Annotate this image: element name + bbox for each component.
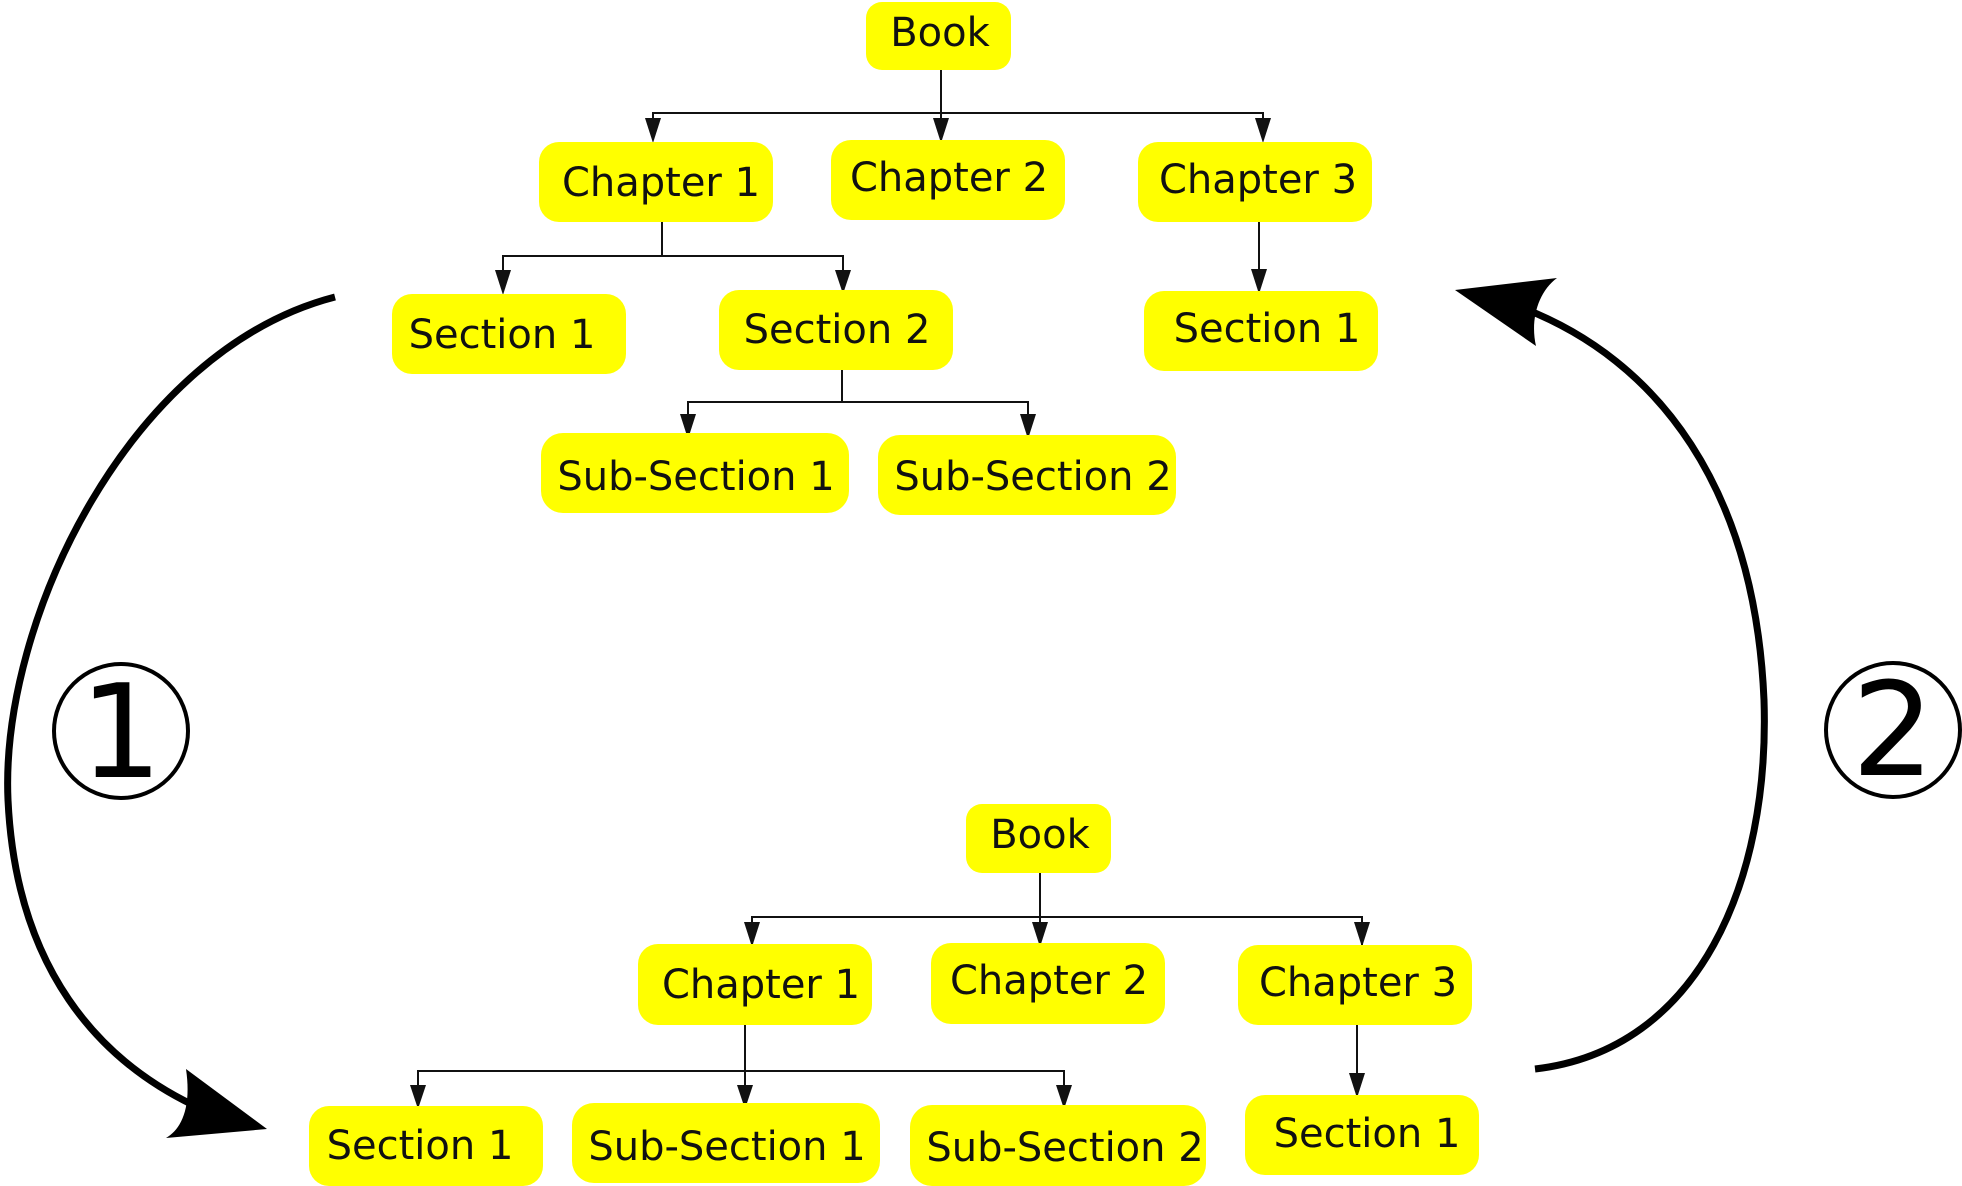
svg-text:1: 1 <box>80 656 163 808</box>
svg-text:Chapter 3: Chapter 3 <box>1259 960 1457 1006</box>
arrowhead <box>680 414 696 439</box>
svg-text:Section 1: Section 1 <box>409 312 596 358</box>
step-marker-2: 2 <box>1824 654 1962 806</box>
arrowhead <box>1349 1073 1365 1098</box>
bottom-tree-edges <box>410 873 1370 1109</box>
edge-book-chapter3 <box>1040 916 1363 945</box>
node-chapter-3: Chapter 3 <box>1238 945 1472 1025</box>
svg-text:Sub-Section 2: Sub-Section 2 <box>926 1125 1203 1171</box>
node-sub-section-1: Sub-Section 1 <box>541 433 849 513</box>
node-sub-section-1: Sub-Section 1 <box>572 1103 880 1183</box>
svg-text:Chapter 1: Chapter 1 <box>662 962 860 1008</box>
node-chapter-2: Chapter 2 <box>931 943 1165 1024</box>
node-section-2: Section 2 <box>719 290 953 370</box>
edge-chapter1-section1 <box>502 222 663 290</box>
svg-text:Chapter 2: Chapter 2 <box>950 958 1148 1004</box>
svg-text:Book: Book <box>890 10 990 56</box>
arrowhead <box>737 1085 753 1109</box>
arrowhead <box>1032 922 1048 947</box>
top-tree-arrowheads <box>495 118 1271 439</box>
top-tree-edges <box>495 70 1271 439</box>
node-sub-section-2: Sub-Section 2 <box>910 1105 1206 1186</box>
node-chapter-3: Chapter 3 <box>1138 142 1372 222</box>
arrowhead <box>495 270 511 295</box>
svg-text:Sub-Section 1: Sub-Section 1 <box>588 1124 865 1170</box>
svg-text:Section 1: Section 1 <box>1174 306 1361 352</box>
arrowhead <box>1056 1085 1072 1109</box>
edge-chapter1-section1 <box>417 1070 745 1106</box>
cycle-arrow-2 <box>1455 278 1768 1073</box>
edge-chapter1-section2 <box>662 255 844 290</box>
svg-text:Sub-Section 2: Sub-Section 2 <box>894 454 1171 500</box>
arrowhead-down-icon <box>166 1069 267 1138</box>
arrowhead <box>1020 414 1036 439</box>
node-section-1: Section 1 <box>392 294 626 374</box>
node-sub-section-2: Sub-Section 2 <box>878 435 1176 515</box>
arrowhead <box>835 270 851 294</box>
arrowhead <box>933 118 949 143</box>
arrowhead <box>1354 922 1370 947</box>
svg-text:2: 2 <box>1852 654 1935 806</box>
curved-arrow-down <box>4 293 336 1109</box>
svg-text:Section 2: Section 2 <box>744 307 931 353</box>
edge-chapter1-subsection2 <box>745 1070 1065 1106</box>
step-marker-1: 1 <box>52 656 190 808</box>
top-tree: Book Chapter 1 Chapter 2 Chapter 3 Secti… <box>392 2 1378 515</box>
node-chapter-3-section-1: Section 1 <box>1245 1095 1479 1175</box>
arrowhead <box>1255 118 1271 143</box>
arrowhead-up-icon <box>1455 278 1557 346</box>
edge-section2-subsection1 <box>687 370 843 434</box>
node-book: Book <box>966 804 1111 873</box>
edge-book-chapter1 <box>751 916 1040 945</box>
svg-text:Section 1: Section 1 <box>327 1123 514 1169</box>
node-chapter-2: Chapter 2 <box>831 140 1065 220</box>
arrowhead <box>645 118 661 143</box>
node-book: Book <box>866 2 1011 70</box>
arrowhead <box>744 922 760 947</box>
curved-arrow-up <box>1518 303 1768 1073</box>
node-chapter-1: Chapter 1 <box>539 142 773 222</box>
bottom-tree-arrowheads <box>410 922 1370 1109</box>
svg-text:Sub-Section 1: Sub-Section 1 <box>557 454 834 500</box>
svg-text:Chapter 1: Chapter 1 <box>562 160 760 206</box>
svg-text:Chapter 2: Chapter 2 <box>850 155 1048 201</box>
node-section-1: Section 1 <box>309 1106 543 1186</box>
edge-section2-subsection2 <box>842 401 1029 434</box>
bottom-tree: Book Chapter 1 Chapter 2 Chapter 3 Secti… <box>309 804 1479 1186</box>
svg-text:Chapter 3: Chapter 3 <box>1159 157 1357 203</box>
node-chapter-3-section-1: Section 1 <box>1144 291 1378 371</box>
node-chapter-1: Chapter 1 <box>638 944 872 1025</box>
edge-book-chapter1 <box>652 112 941 140</box>
svg-text:Book: Book <box>990 812 1090 858</box>
arrowhead <box>410 1085 426 1109</box>
cycle-arrow-1 <box>4 293 336 1138</box>
arrowhead <box>1251 269 1267 294</box>
edge-book-chapter3 <box>941 112 1264 140</box>
svg-text:Section 1: Section 1 <box>1274 1111 1461 1157</box>
